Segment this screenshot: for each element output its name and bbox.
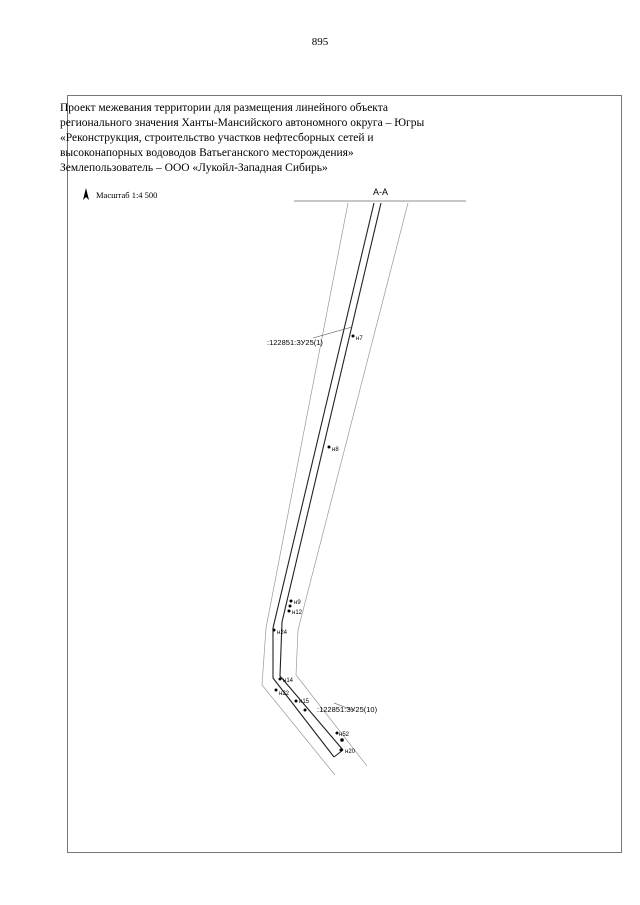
leader-line-1 [312, 326, 353, 339]
point-label-n14: н14 [283, 678, 294, 684]
header-line-3: «Реконструкция, строительство участков н… [60, 132, 374, 144]
point-label-n15: н15 [299, 699, 310, 705]
point-marker-n7 [351, 334, 355, 338]
point-label-n9: н9 [294, 600, 301, 606]
page-number: 895 [311, 36, 329, 48]
point-label-n7: н7 [356, 336, 363, 342]
point-label-n12: н12 [292, 610, 303, 616]
point-label-n52: н52 [339, 732, 350, 738]
point-marker-n12 [287, 609, 291, 613]
corridor-outer-left [261, 202, 349, 776]
point-marker-n22 [274, 688, 278, 692]
point-marker-n15 [294, 699, 298, 703]
point-marker-n14 [278, 677, 282, 681]
point-marker-n8 [327, 445, 331, 449]
scale-legend: Масштаб 1:4 500 [82, 188, 157, 201]
drawing-frame [67, 95, 622, 853]
point-marker-n52 [335, 731, 339, 735]
header-line-2: регионального значения Ханты-Мансийского… [60, 117, 425, 129]
point-marker-n15b [303, 708, 307, 712]
header-line-5: Землепользователь – ООО «Лукойл-Западная… [60, 162, 328, 174]
point-label-n20: н20 [345, 749, 356, 755]
section-label: А-А [373, 187, 388, 197]
point-marker-n20 [339, 748, 343, 752]
leader-line-2 [333, 702, 356, 712]
point-label-n24: н24 [277, 630, 288, 636]
point-label-n8: н8 [332, 447, 339, 453]
point-marker-n24 [272, 628, 276, 632]
point-label-n22: н22 [279, 691, 290, 697]
point-marker-n9b [288, 604, 292, 608]
parcel-boundary-right [279, 202, 382, 751]
parcel-boundary-left [272, 202, 375, 758]
header-line-4: высоконапорных водоводов Ватьеганского м… [60, 147, 354, 159]
corridor-outer-right [295, 202, 409, 767]
point-marker-n9 [289, 599, 293, 603]
scale-label: Масштаб 1:4 500 [96, 189, 158, 200]
header-line-1: Проект межевания территории для размещен… [60, 102, 389, 114]
point-marker-n52b [340, 738, 344, 742]
parcel-label-zu25-10: :122851:ЗУ25(10) [317, 705, 378, 714]
parcel-label-zu25-1: :122851:ЗУ25(1) [267, 338, 323, 347]
north-arrow-icon [83, 188, 89, 200]
document-header: Проект межевания территории для размещен… [60, 101, 480, 176]
